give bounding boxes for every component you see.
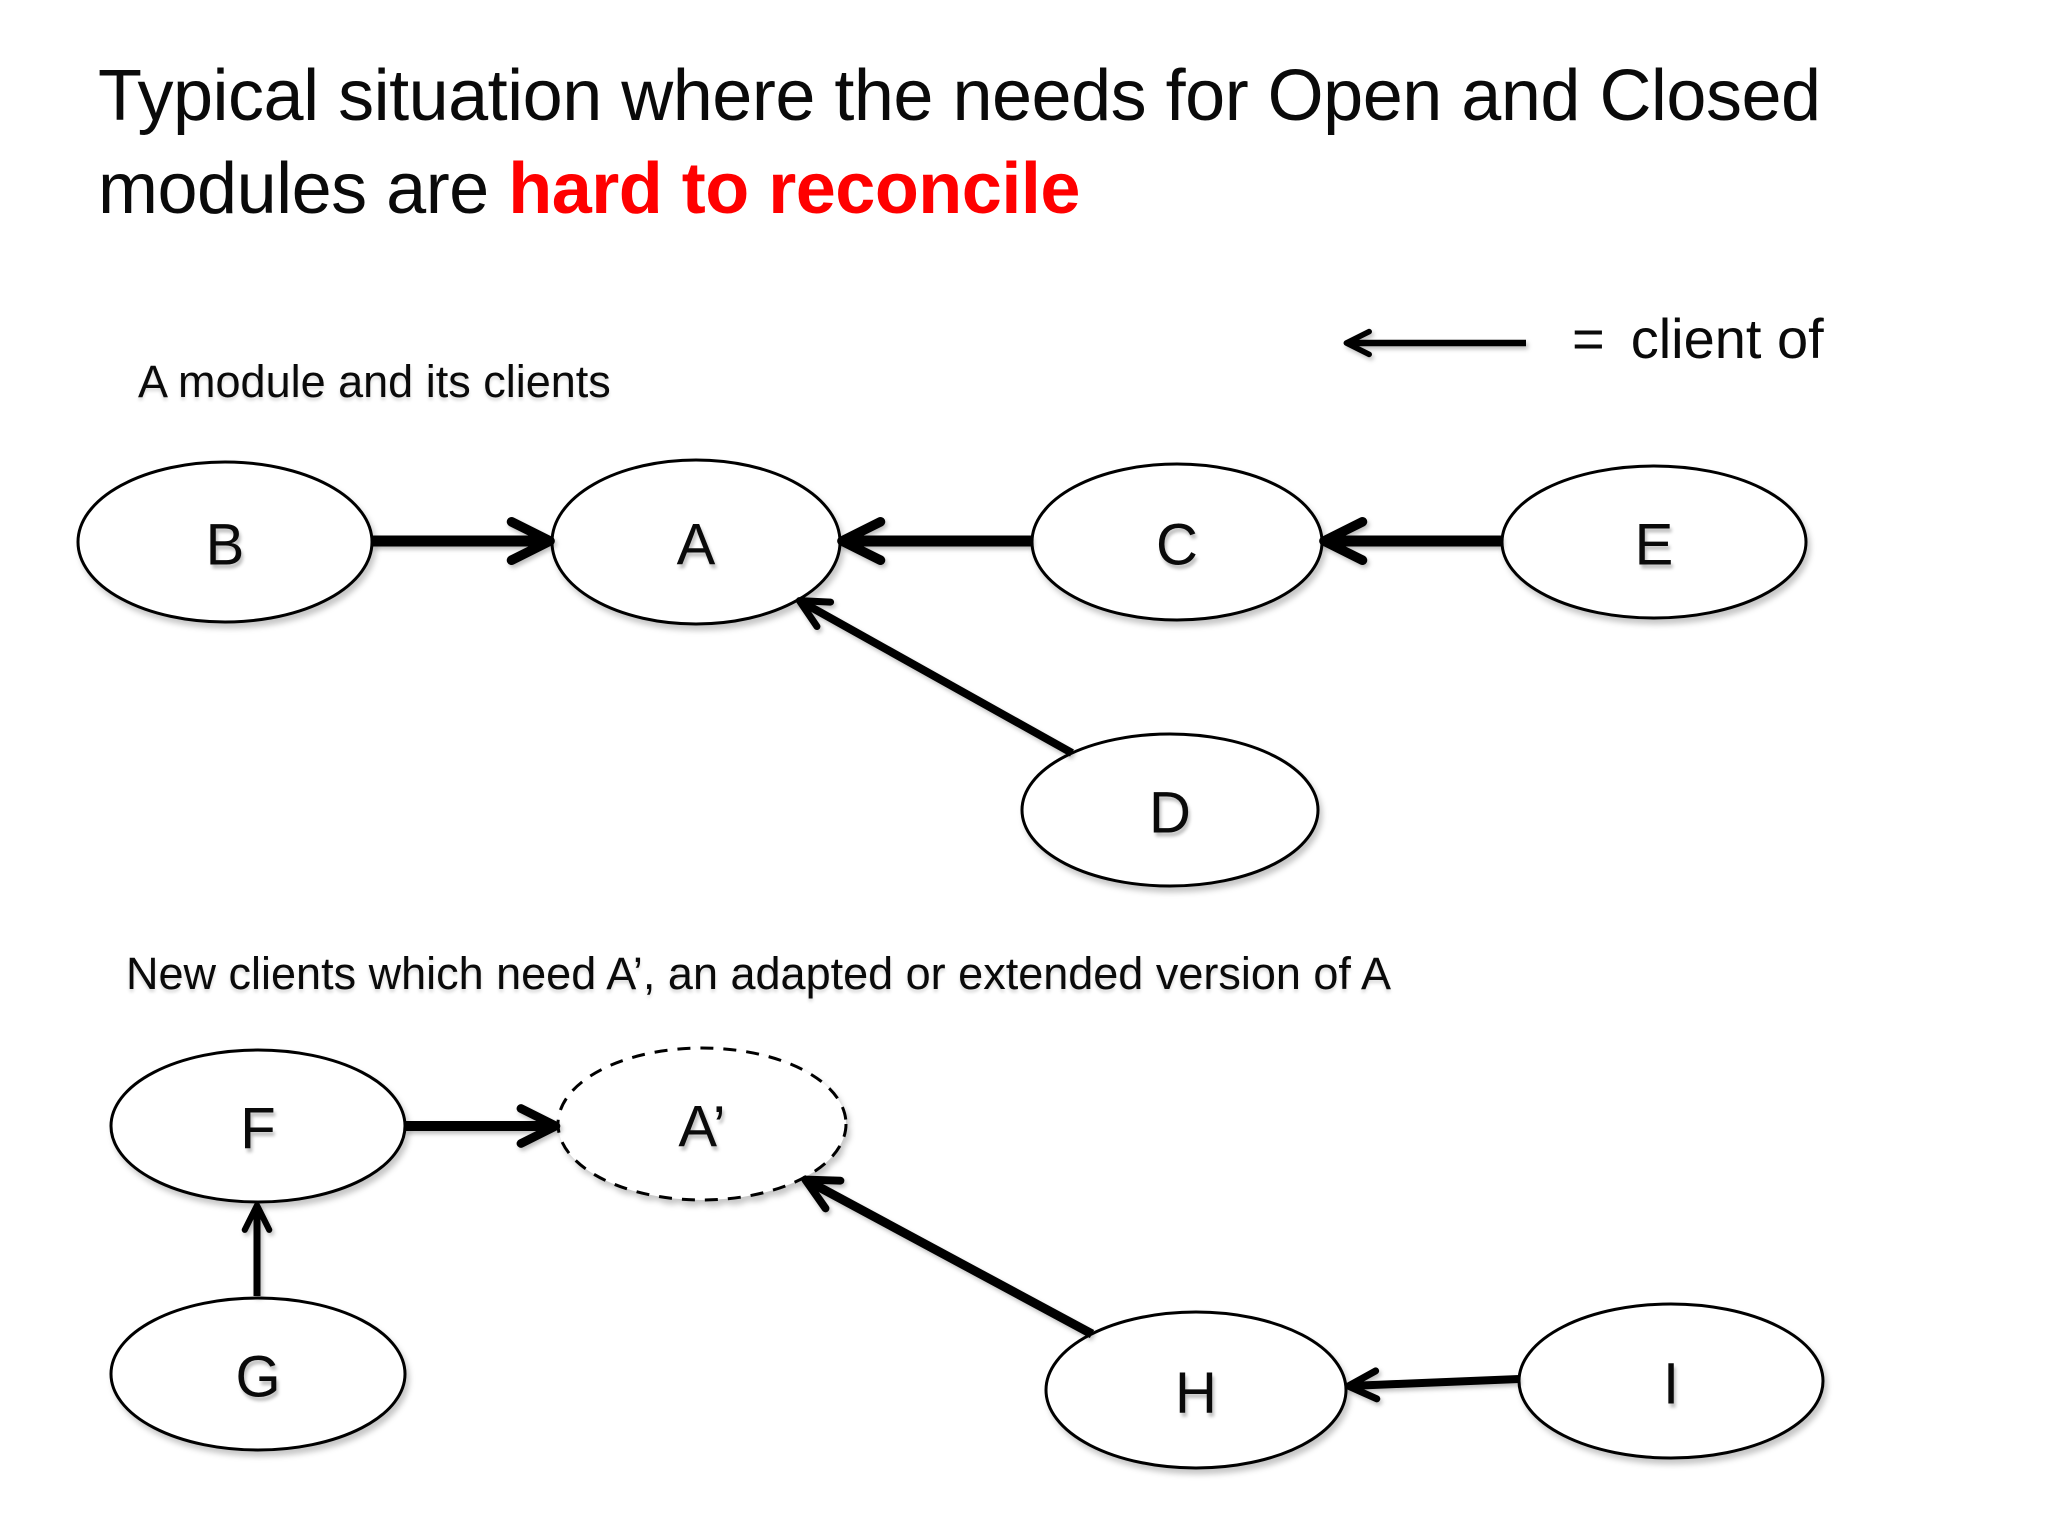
node-aprime-label: A’ [678,1094,726,1160]
node-d-ellipse [1020,732,1320,888]
section-1-caption: A module and its clients [138,356,611,407]
node-g-label: G [235,1344,281,1410]
title-line-2-text: modules are [98,149,509,229]
node-c-label: C [1156,512,1198,578]
edge-d-a-arrow [795,597,1074,757]
edge-i-h-arrow [1344,1367,1520,1403]
node-h-label: H [1175,1360,1217,1426]
page-title: Typical situation where the needs for Op… [98,50,1821,236]
legend-equals: = [1572,307,1605,370]
node-a-label: A [676,512,716,578]
legend: = client of [1572,306,1824,371]
node-g-ellipse [109,1296,407,1452]
node-i-label: I [1662,1351,1680,1417]
title-emphasis: hard to reconcile [508,149,1080,229]
edge-h-aprime-arrow [801,1175,1095,1338]
legend-label: client of [1630,307,1824,370]
node-e-label: E [1634,512,1674,578]
title-line-2: modules are hard to reconcile [98,143,1821,236]
node-d-label: D [1149,780,1191,846]
section-2-caption: New clients which need A’, an adapted or… [126,948,1391,999]
node-f-label: F [240,1096,276,1162]
node-b-label: B [205,512,245,578]
title-line-1: Typical situation where the needs for Op… [98,56,1821,136]
